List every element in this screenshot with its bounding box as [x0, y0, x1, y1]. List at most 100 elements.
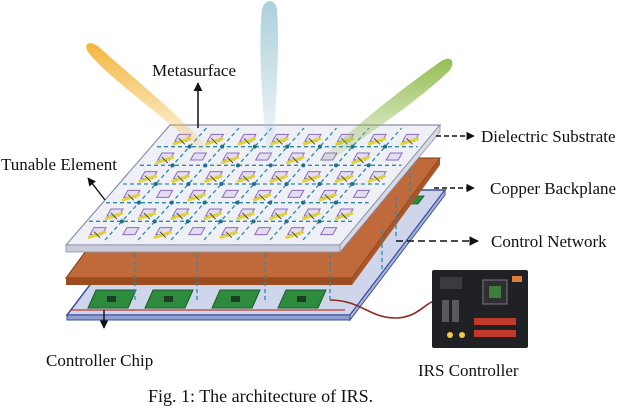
- tunable-element-mark: [144, 175, 152, 183]
- grid-node: [301, 200, 305, 205]
- tunable-element-mark: [93, 231, 101, 239]
- grid-node: [317, 219, 322, 224]
- tunable-element-mark: [274, 212, 282, 220]
- grid-node: [202, 200, 207, 205]
- tunable-element-mark: [176, 212, 184, 220]
- tunable-element-mark: [209, 175, 217, 183]
- tunable-element-mark: [161, 156, 169, 164]
- grid-node: [285, 144, 290, 149]
- unit-cell: [319, 227, 338, 236]
- tunable-element-mark: [340, 212, 348, 220]
- beam-blue: [260, 1, 279, 160]
- tunable-element-mark: [159, 231, 167, 239]
- unit-cell: [221, 189, 240, 198]
- grid-node: [268, 163, 273, 168]
- figure-caption: Fig. 1: The architecture of IRS.: [148, 386, 373, 406]
- grid-node: [350, 182, 355, 186]
- label-metasurface: Metasurface: [152, 61, 236, 80]
- grid-node: [383, 144, 388, 149]
- tunable-elements: [87, 133, 420, 240]
- tunable-element-mark: [373, 175, 381, 183]
- tunable-element-mark: [242, 212, 249, 220]
- tunable-element-mark: [127, 193, 135, 201]
- tunable-element-mark: [324, 193, 331, 201]
- controller-wire: [329, 299, 441, 319]
- grid-node: [220, 144, 225, 149]
- grid-node: [317, 182, 322, 186]
- irs-controller-board: [432, 270, 528, 348]
- tunable-element-mark: [406, 137, 413, 145]
- leader-lines: [87, 82, 479, 329]
- tunable-element-mark: [276, 137, 283, 145]
- grid-node: [153, 182, 158, 186]
- tunable-element-mark: [225, 231, 233, 239]
- tunable-element-mark: [143, 212, 151, 220]
- label-tunable-element: Tunable Element: [1, 155, 117, 174]
- tunable-element-mark: [291, 231, 299, 239]
- label-controller-chip: Controller Chip: [46, 351, 153, 370]
- grid-node: [268, 200, 273, 205]
- grid-node: [186, 182, 191, 186]
- tunable-element-mark: [226, 156, 234, 164]
- tunable-element-mark: [357, 156, 364, 164]
- grid-node: [333, 200, 338, 205]
- controller-chip-core: [164, 296, 173, 302]
- beam-orange: [86, 43, 208, 152]
- tunable-element-mark: [275, 175, 283, 183]
- unit-cell: [187, 227, 206, 236]
- unit-cell: [122, 227, 140, 236]
- tunable-element-mark: [307, 212, 315, 220]
- tunable-element-mark: [258, 193, 266, 201]
- tunable-element-mark: [340, 175, 348, 183]
- grid-node: [251, 219, 256, 224]
- tunable-element-mark: [291, 156, 299, 164]
- grid-node: [284, 219, 289, 224]
- grid-node: [187, 144, 192, 149]
- label-copper-backplane: Copper Backplane: [490, 179, 616, 198]
- grid-node: [152, 219, 157, 224]
- tunable-element-mark: [177, 175, 184, 183]
- grid-node: [218, 219, 223, 224]
- tunable-element-mark: [308, 175, 315, 183]
- tunable-element-mark: [243, 137, 251, 145]
- grid-node: [170, 163, 175, 168]
- tunable-element-mark: [308, 137, 316, 145]
- unit-cell: [155, 189, 174, 198]
- reflected-beams: [86, 1, 453, 164]
- unit-cell: [189, 152, 208, 161]
- tunable-element-mark: [209, 212, 216, 220]
- tunable-element-mark: [373, 137, 381, 145]
- grid-node: [119, 219, 124, 224]
- grid-node: [203, 163, 208, 168]
- grid-node: [185, 219, 190, 224]
- grid-node: [235, 200, 240, 205]
- controller-chip-core: [231, 296, 240, 302]
- controller-chip-core: [107, 296, 116, 302]
- grid-node: [284, 182, 289, 186]
- grid-node: [301, 163, 306, 168]
- grid-node: [366, 163, 371, 168]
- tunable-element-mark: [242, 175, 250, 183]
- grid-node: [136, 200, 141, 205]
- label-dielectric-substrate: Dielectric Substrate: [481, 127, 616, 146]
- controller-chip-core: [297, 296, 306, 302]
- unit-cell: [352, 189, 371, 198]
- unit-cell: [385, 152, 404, 161]
- grid-node: [334, 163, 338, 168]
- grid-node: [317, 144, 322, 149]
- grid-node: [169, 200, 174, 205]
- grid-node: [252, 182, 256, 186]
- grid-node: [219, 182, 224, 186]
- tunable-element-mark: [178, 137, 186, 145]
- tunable-element-mark: [210, 137, 218, 145]
- tunable-element-mark: [193, 193, 200, 201]
- label-control-network: Control Network: [491, 232, 607, 251]
- unit-cell: [253, 227, 272, 236]
- grid-node: [252, 144, 257, 149]
- label-irs-controller: IRS Controller: [418, 361, 519, 380]
- unit-cell: [286, 189, 305, 198]
- grid-node: [236, 163, 240, 168]
- tunable-element-mark: [110, 212, 118, 220]
- beam-green: [320, 58, 453, 164]
